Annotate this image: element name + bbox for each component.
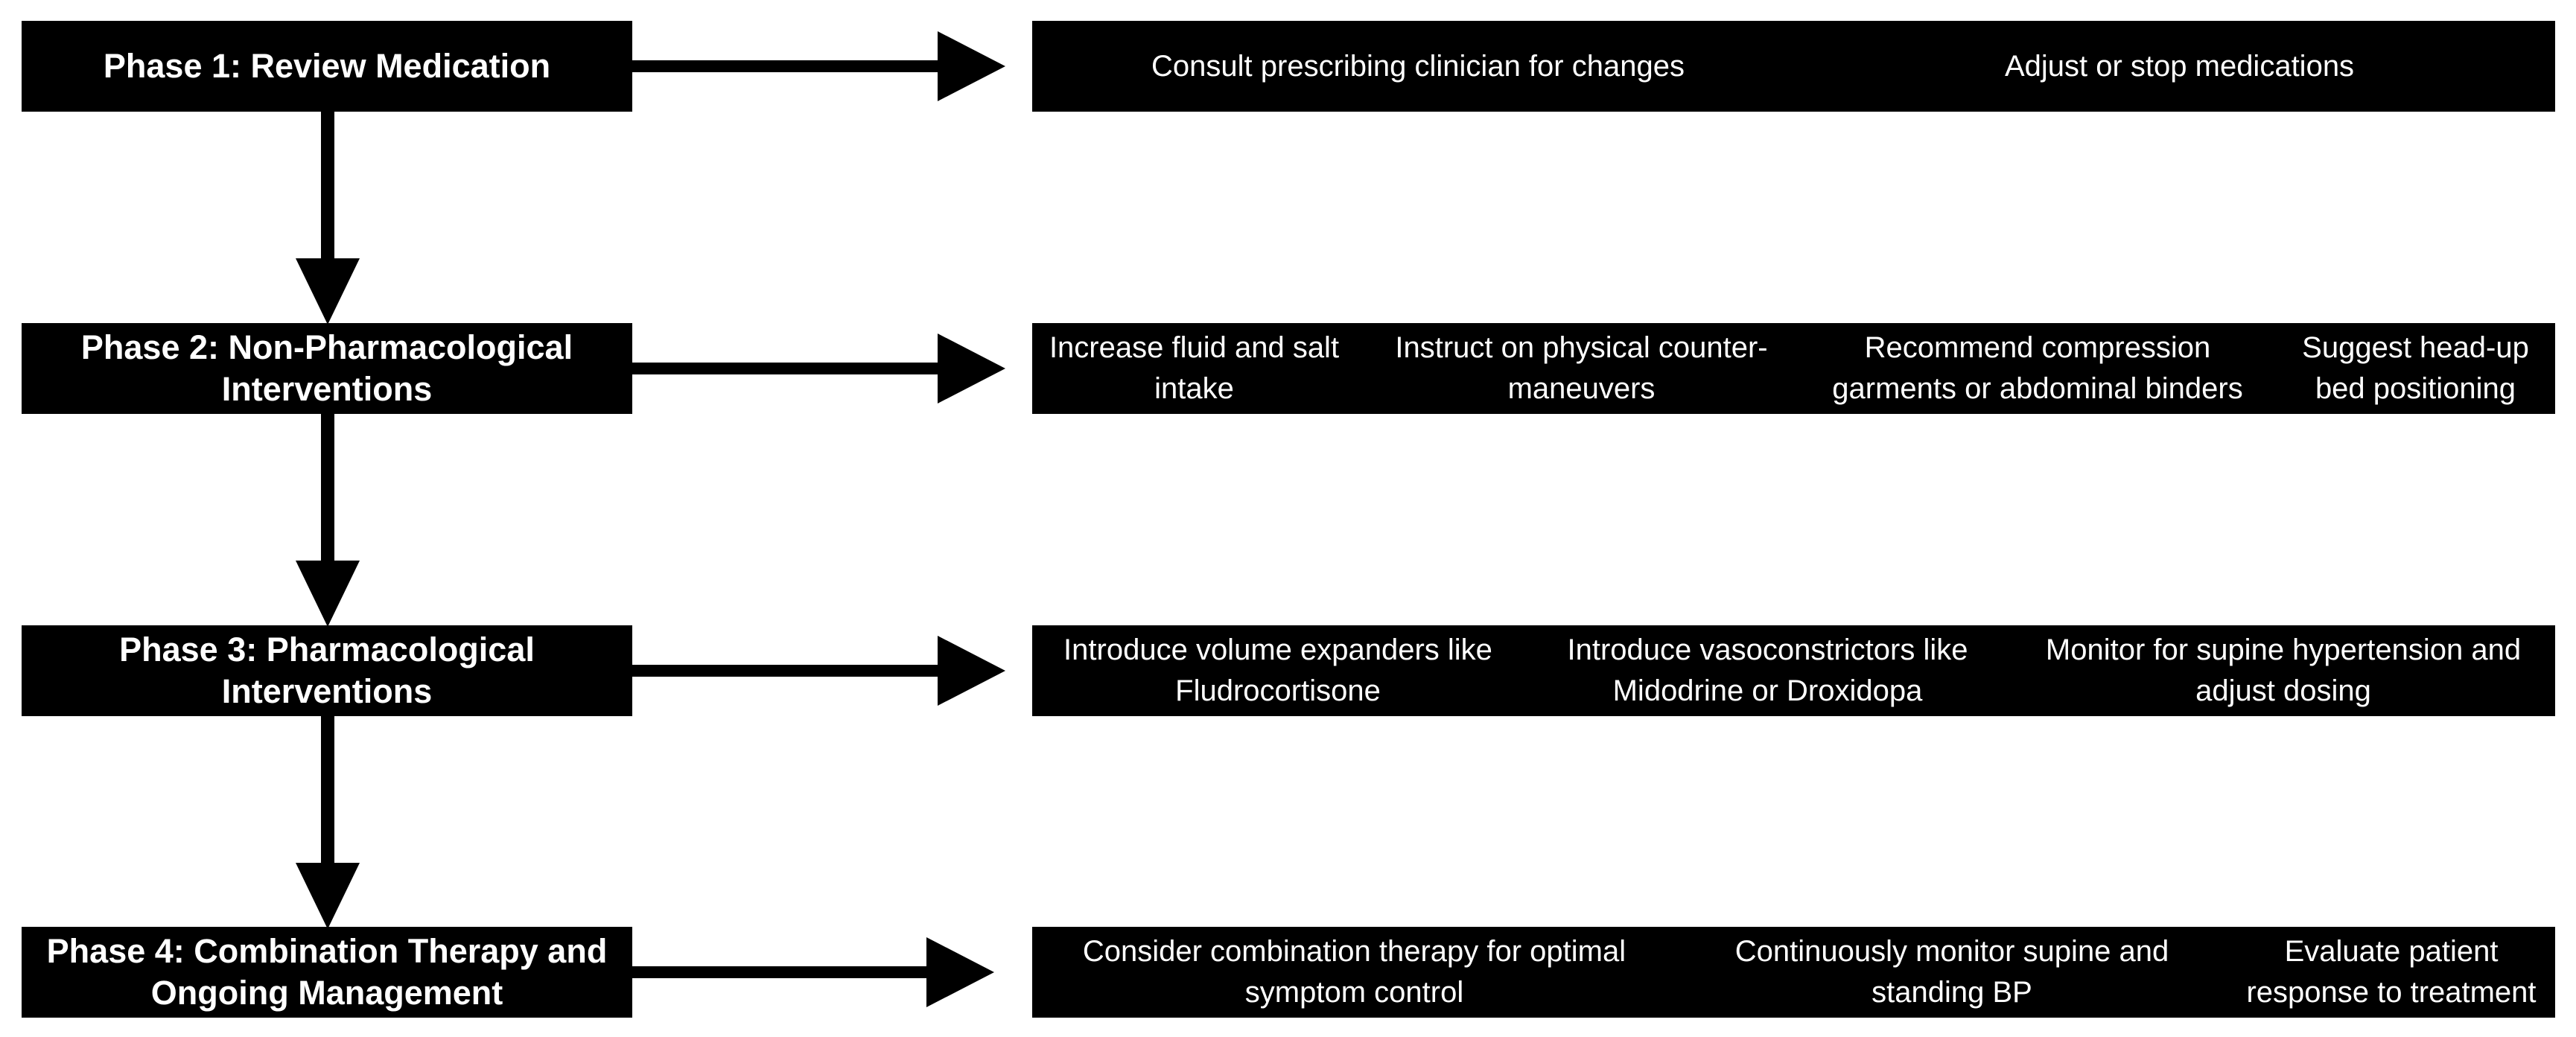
step-item: Recommend compression garments or abdomi… bbox=[1799, 323, 2276, 414]
step-item: Monitor for supine hypertension and adju… bbox=[2011, 625, 2555, 716]
step-label: Evaluate patient response to treatment bbox=[2246, 935, 2537, 1009]
arrow-phase-1-to-phase-2 bbox=[296, 112, 360, 325]
step-label: Suggest head-up bed positioning bbox=[2302, 331, 2529, 405]
step-item: Consider combination therapy for optimal… bbox=[1032, 927, 1676, 1018]
arrow-phase-3-to-steps bbox=[632, 636, 1005, 706]
phase-3-label: Phase 3: Pharmacological Interventions bbox=[119, 631, 535, 710]
phase-2-label: Phase 2: Non-Pharmacological Interventio… bbox=[80, 328, 573, 408]
step-label: Recommend compression garments or abdomi… bbox=[1832, 331, 2243, 405]
step-item: Instruct on physical counter-maneuvers bbox=[1356, 323, 1799, 414]
step-label: Adjust or stop medications bbox=[2004, 49, 2355, 83]
step-item: Suggest head-up bed positioning bbox=[2276, 323, 2555, 414]
step-label: Consider combination therapy for optimal… bbox=[1082, 935, 1626, 1009]
step-label: Instruct on physical counter-maneuvers bbox=[1395, 331, 1768, 405]
arrow-phase-3-to-phase-4 bbox=[296, 716, 360, 929]
step-label: Increase fluid and salt intake bbox=[1049, 331, 1340, 405]
phase-3-steps-box: Introduce volume expanders like Fludroco… bbox=[1032, 625, 2555, 716]
phase-1-steps-box: Consult prescribing clinician for change… bbox=[1032, 21, 2555, 112]
step-item: Introduce volume expanders like Fludroco… bbox=[1032, 625, 1524, 716]
step-item: Introduce vasoconstrictors like Midodrin… bbox=[1524, 625, 2011, 716]
step-item: Consult prescribing clinician for change… bbox=[1032, 21, 1804, 112]
step-label: Consult prescribing clinician for change… bbox=[1151, 49, 1685, 83]
phase-2-steps-box: Increase fluid and salt intake Instruct … bbox=[1032, 323, 2555, 414]
phase-3-box: Phase 3: Pharmacological Interventions bbox=[22, 625, 632, 716]
step-label: Continuously monitor supine and standing… bbox=[1734, 935, 2169, 1009]
step-label: Introduce volume expanders like Fludroco… bbox=[1063, 634, 1492, 707]
step-item: Increase fluid and salt intake bbox=[1032, 323, 1356, 414]
phase-1-label: Phase 1: Review Medication bbox=[103, 47, 551, 85]
phase-2-box: Phase 2: Non-Pharmacological Interventio… bbox=[22, 323, 632, 414]
arrow-phase-2-to-phase-3 bbox=[296, 414, 360, 627]
arrow-phase-2-to-steps bbox=[632, 334, 1005, 403]
step-label: Introduce vasoconstrictors like Midodrin… bbox=[1567, 634, 1968, 707]
phase-4-steps-box: Consider combination therapy for optimal… bbox=[1032, 927, 2555, 1018]
arrow-phase-1-to-steps bbox=[632, 31, 1005, 101]
step-item: Evaluate patient response to treatment bbox=[2227, 927, 2555, 1018]
step-item: Continuously monitor supine and standing… bbox=[1676, 927, 2227, 1018]
step-item: Adjust or stop medications bbox=[1804, 21, 2555, 112]
phase-4-box: Phase 4: Combination Therapy and Ongoing… bbox=[22, 927, 632, 1018]
phase-4-label: Phase 4: Combination Therapy and Ongoing… bbox=[46, 932, 608, 1012]
phase-1-box: Phase 1: Review Medication bbox=[22, 21, 632, 112]
step-label: Monitor for supine hypertension and adju… bbox=[2045, 634, 2522, 707]
arrow-phase-4-to-steps bbox=[632, 937, 994, 1007]
